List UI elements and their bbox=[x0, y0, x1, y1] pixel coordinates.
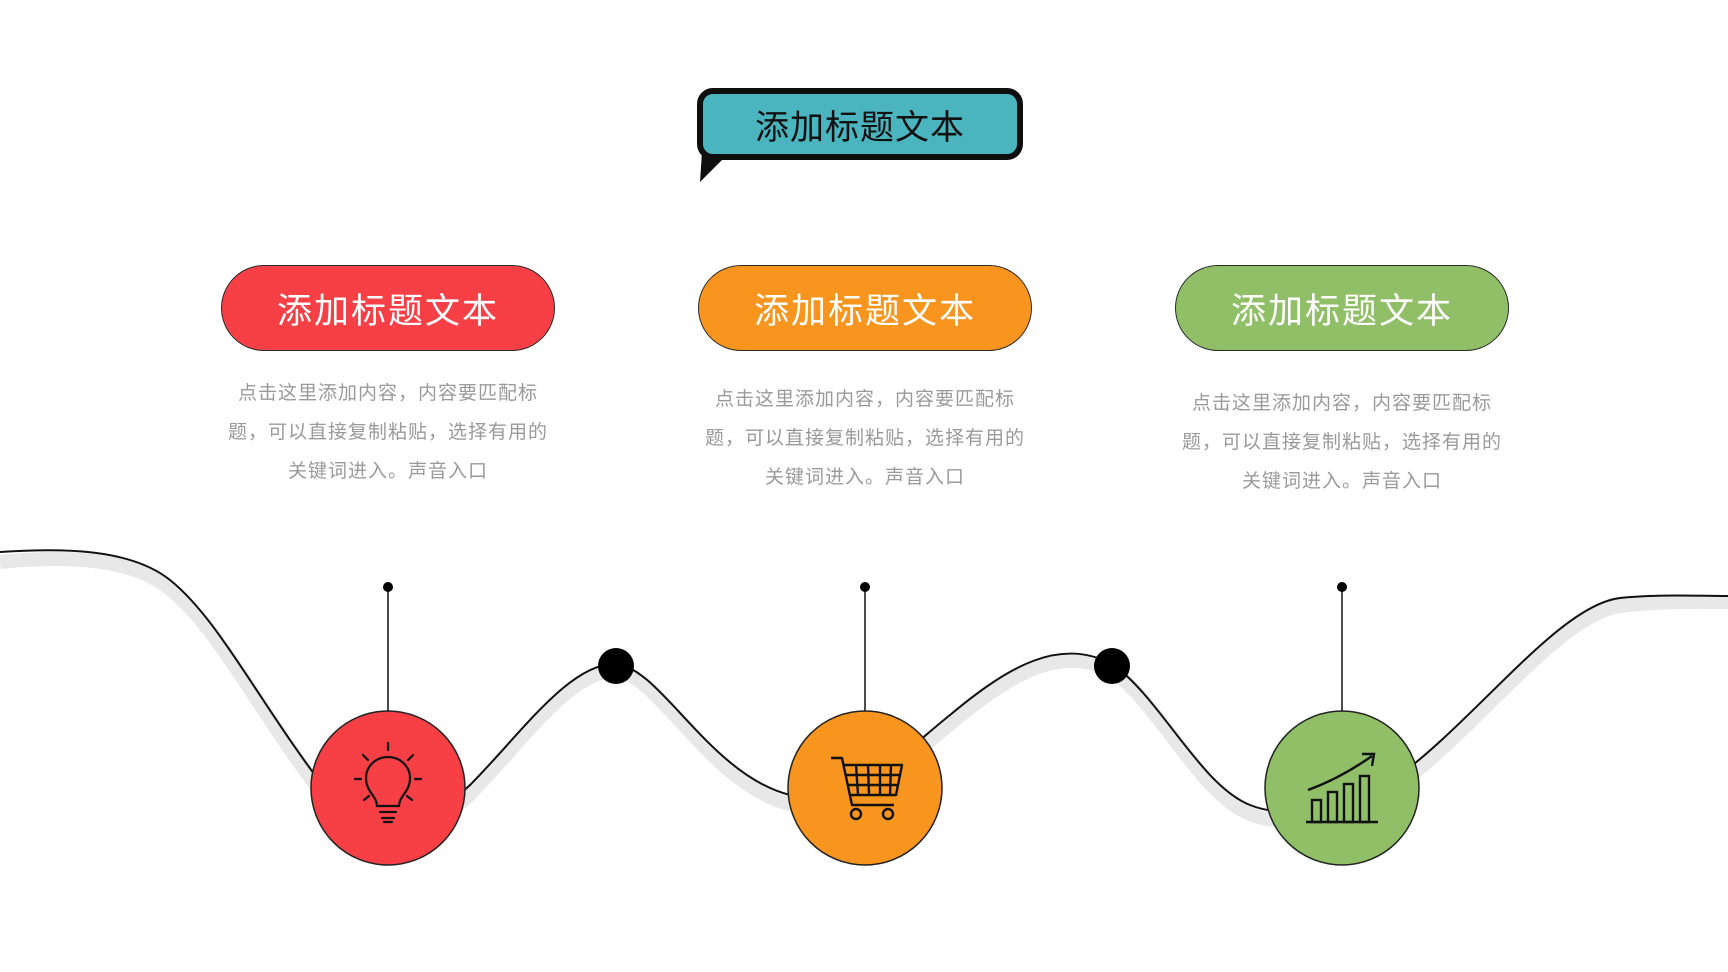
item-1-title: 添加标题文本 bbox=[221, 265, 555, 351]
pin-dot-3 bbox=[1337, 582, 1347, 592]
wave-dot-1 bbox=[598, 648, 634, 684]
wave-dot-2 bbox=[1094, 648, 1130, 684]
item-2-title: 添加标题文本 bbox=[698, 265, 1032, 351]
item-3-description: 点击这里添加内容，内容要匹配标题，可以直接复制粘贴，选择有用的关键词进入。声音入… bbox=[1181, 392, 1502, 492]
growth-chart-icon bbox=[1306, 752, 1378, 824]
item-2-description: 点击这里添加内容，内容要匹配标题，可以直接复制粘贴，选择有用的关键词进入。声音入… bbox=[704, 388, 1025, 488]
pin-dot-1 bbox=[383, 582, 393, 592]
icon-circle-2 bbox=[787, 710, 943, 866]
shopping-cart-icon bbox=[831, 756, 904, 821]
item-1-description: 点击这里添加内容，内容要匹配标题，可以直接复制粘贴，选择有用的关键词进入。声音入… bbox=[227, 382, 548, 482]
icon-circle-1 bbox=[310, 710, 466, 866]
item-3-title: 添加标题文本 bbox=[1175, 265, 1509, 351]
lightbulb-icon bbox=[353, 741, 423, 824]
pin-dot-2 bbox=[860, 582, 870, 592]
main-title: 添加标题文本 bbox=[697, 88, 1023, 160]
icon-circle-3 bbox=[1264, 710, 1420, 866]
